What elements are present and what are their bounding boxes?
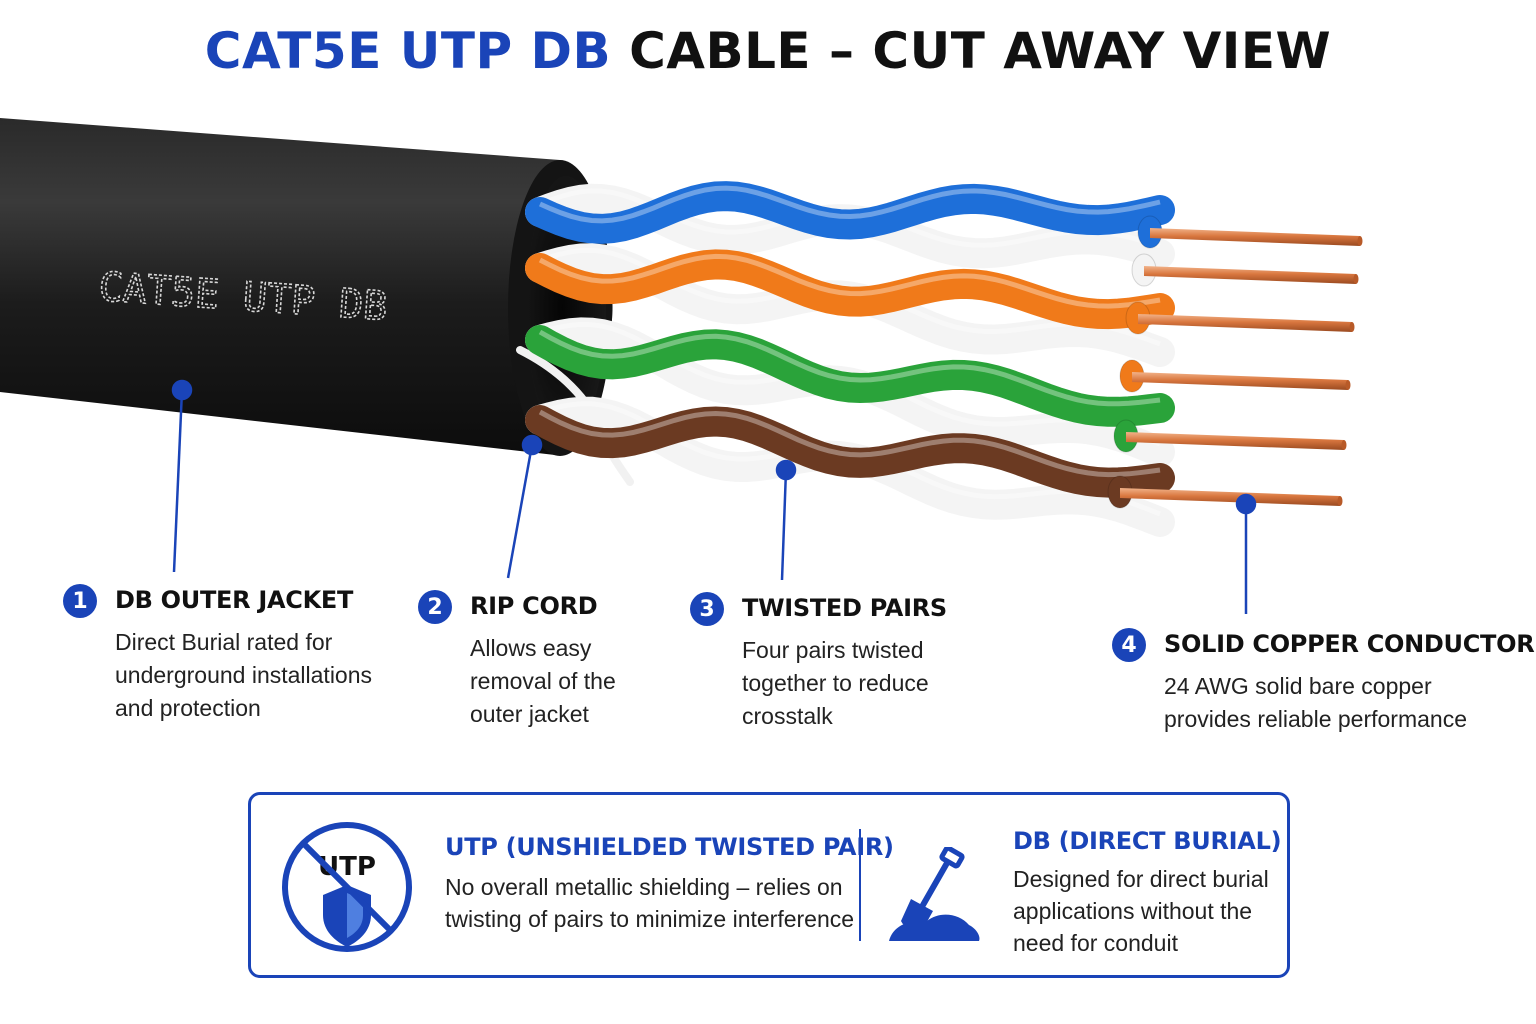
solid-wire-orange bbox=[525, 249, 1175, 330]
leader-dot-1 bbox=[171, 379, 193, 401]
copper-tip-6 bbox=[1337, 496, 1343, 506]
copper-tip-1 bbox=[1357, 236, 1363, 246]
no-shield-icon: UTP bbox=[282, 822, 412, 952]
callout-heading: SOLID COPPER CONDUCTORS bbox=[1164, 630, 1536, 658]
copper-conductor-3 bbox=[1138, 314, 1352, 332]
copper-tip-4 bbox=[1345, 380, 1351, 390]
info-box: UTP UTP (UNSHIELDED TWISTED PAIR) No ove… bbox=[248, 792, 1290, 978]
utp-description: No overall metallic shielding – relies o… bbox=[445, 874, 855, 932]
shovel-icon bbox=[889, 847, 980, 941]
leader-dot-3 bbox=[775, 459, 797, 481]
solid-wire-blue-highlight bbox=[538, 185, 1161, 224]
copper-conductor-1 bbox=[1150, 228, 1360, 246]
copper-conductor-5 bbox=[1126, 432, 1344, 450]
copper-conductor-4 bbox=[1132, 372, 1348, 390]
info-divider bbox=[859, 829, 861, 941]
solid-wire-brown-highlight bbox=[538, 409, 1161, 478]
title-rest: CABLE – CUT AWAY VIEW bbox=[629, 22, 1332, 80]
callout-description: Allows easy removal of the outer jacket bbox=[470, 635, 616, 727]
callout-description: Direct Burial rated for underground inst… bbox=[115, 629, 373, 721]
leader-dot-4 bbox=[1235, 493, 1257, 515]
solid-wire-green-highlight bbox=[538, 329, 1161, 407]
copper-tip-2 bbox=[1353, 274, 1359, 284]
callout-heading: DB OUTER JACKET bbox=[115, 586, 354, 614]
callout-number: 4 bbox=[1112, 628, 1146, 662]
callout-heading: RIP CORD bbox=[470, 592, 598, 620]
twisted-pairs bbox=[525, 181, 1363, 537]
callout-number: 2 bbox=[418, 590, 452, 624]
db-description: Designed for direct burial applications … bbox=[1013, 866, 1269, 956]
copper-conductor-2 bbox=[1144, 266, 1356, 284]
db-heading: DB (DIRECT BURIAL) bbox=[1013, 827, 1282, 855]
title-highlight: CAT5E UTP DB bbox=[204, 22, 612, 80]
callout-description: 24 AWG solid bare copper provides reliab… bbox=[1164, 673, 1467, 732]
copper-conductor-6 bbox=[1120, 488, 1340, 506]
callout-description: Four pairs twisted together to reduce cr… bbox=[742, 637, 929, 729]
solid-wire-brown bbox=[525, 405, 1175, 498]
page-title: CAT5E UTP DB CABLE – CUT AWAY VIEW bbox=[0, 22, 1536, 80]
copper-tip-3 bbox=[1349, 322, 1355, 332]
callout-heading: TWISTED PAIRS bbox=[742, 594, 947, 622]
copper-tip-5 bbox=[1341, 440, 1347, 450]
solid-wire-green bbox=[525, 325, 1175, 427]
utp-heading: UTP (UNSHIELDED TWISTED PAIR) bbox=[445, 833, 894, 861]
solid-wire-orange-highlight bbox=[538, 253, 1161, 309]
leader-dot-2 bbox=[521, 434, 543, 456]
callout-number: 3 bbox=[690, 592, 724, 626]
outer-jacket bbox=[0, 118, 613, 455]
solid-wire-blue bbox=[525, 181, 1175, 244]
callout-number: 1 bbox=[63, 584, 97, 618]
leader-lines bbox=[171, 379, 1257, 614]
